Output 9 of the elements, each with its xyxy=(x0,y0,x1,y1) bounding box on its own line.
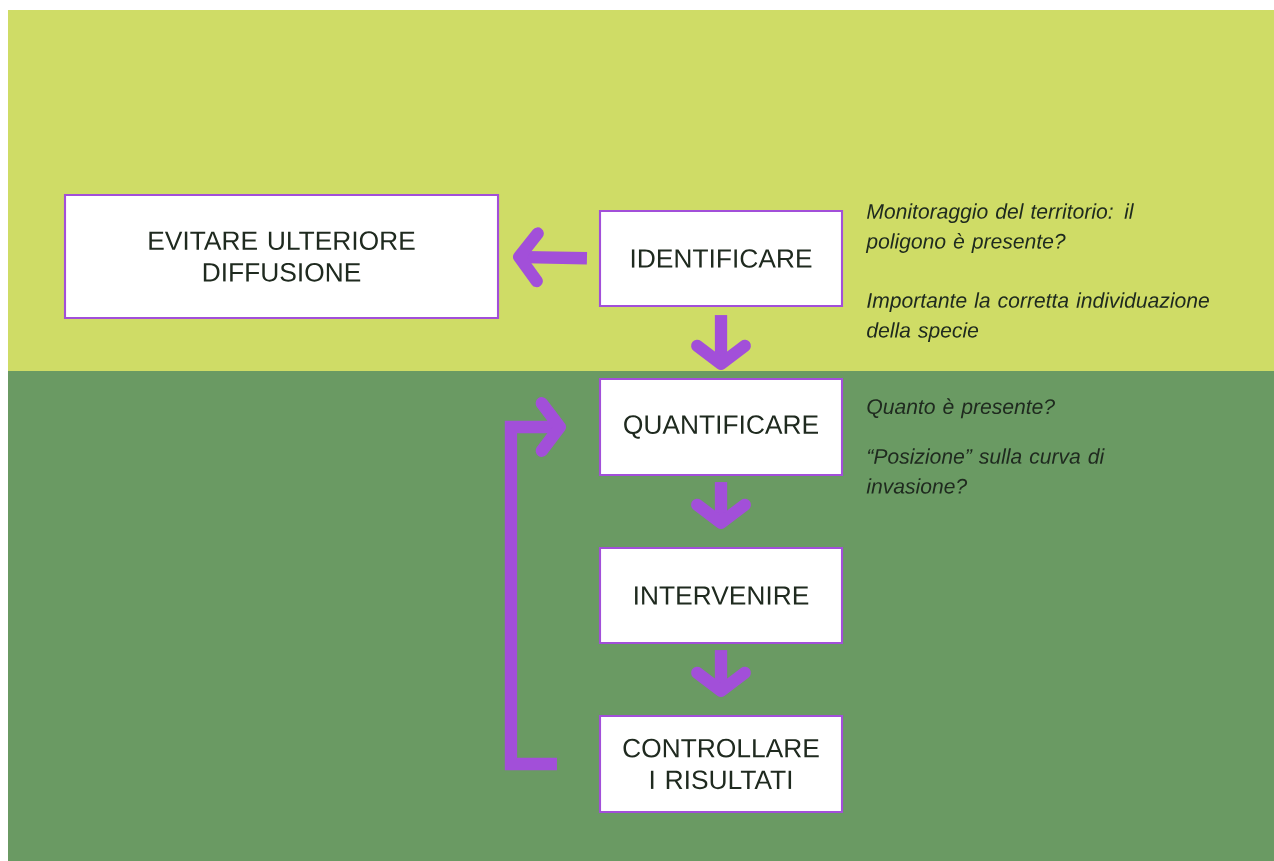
process-box: IDENTIFICARE xyxy=(598,209,844,308)
side-note: Importante la corretta individuazione della specie xyxy=(867,292,1209,342)
process-box: EVITARE ULTERIORE DIFFUSIONE xyxy=(63,193,500,320)
process-box: QUANTIFICARE xyxy=(598,377,844,477)
side-note: “Posizione” sulla curva di invasione? xyxy=(866,448,1105,494)
process-box: INTERVENIRE xyxy=(598,546,844,645)
side-note: Quanto è presente? xyxy=(867,398,1055,419)
process-box: CONTROLLARE I RISULTATI xyxy=(598,714,844,814)
side-note: Monitoraggio del territorio: il poligono è presente? xyxy=(865,203,1134,253)
